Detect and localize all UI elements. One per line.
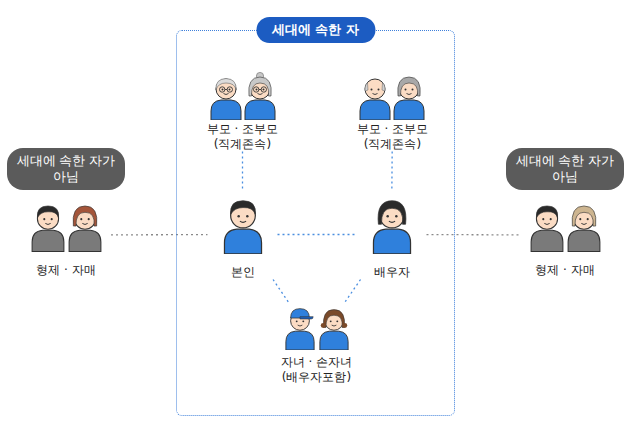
member-label: 형제 · 자매 [520,263,610,278]
sibling-figure [32,206,64,252]
self-figure [224,201,261,254]
sibling-figure [531,206,563,252]
relation-connector [278,234,357,235]
household-group: 세대에 속한 자부모 · 조부모 (직계존속)부모 · 조부모 (직계존속)본인… [176,30,455,416]
sibling-figure [568,206,600,252]
grandfather-figure [211,79,241,121]
grandmother-figure [245,72,275,120]
relation-connector [111,234,208,236]
member-group: 배우자 [357,190,427,280]
child-figure [286,309,314,350]
relation-connector [427,234,521,236]
member-group: 부모 · 조부모 (직계존속) [343,68,443,152]
status-badge-text: 세대에 속한 자가 아님 [13,153,119,185]
member-label: 부모 · 조부모 (직계존속) [193,122,293,152]
status-badge-text: 세대에 속한 자가 아님 [512,153,618,185]
member-group: 부모 · 조부모 (직계존속) [193,68,293,152]
relation-connector [345,280,361,303]
member-label: 형제 · 자매 [21,263,111,278]
member-label: 자녀 · 손자녀 (배우자포함) [262,355,372,385]
member-group: 형제 · 자매 [21,192,111,278]
member-label: 본인 [208,265,278,280]
status-badge: 세대에 속한 자가 아님 [506,148,624,190]
relation-connector [242,152,243,190]
sibling-figure [69,206,101,252]
grandfather-figure [360,79,390,120]
member-group: 본인 [208,190,278,280]
group-title: 세대에 속한 자 [256,17,375,43]
member-label: 배우자 [357,265,427,280]
spouse-figure [373,201,410,254]
relation-connector [273,280,289,303]
member-label: 부모 · 조부모 (직계존속) [343,122,443,152]
status-badge: 세대에 속한 자가 아님 [7,148,125,190]
member-group: 형제 · 자매 [520,192,610,278]
member-group: 자녀 · 손자녀 (배우자포함) [262,303,372,385]
grandmother-figure [394,77,424,120]
child-figure [320,310,348,350]
relation-connector [391,152,393,190]
